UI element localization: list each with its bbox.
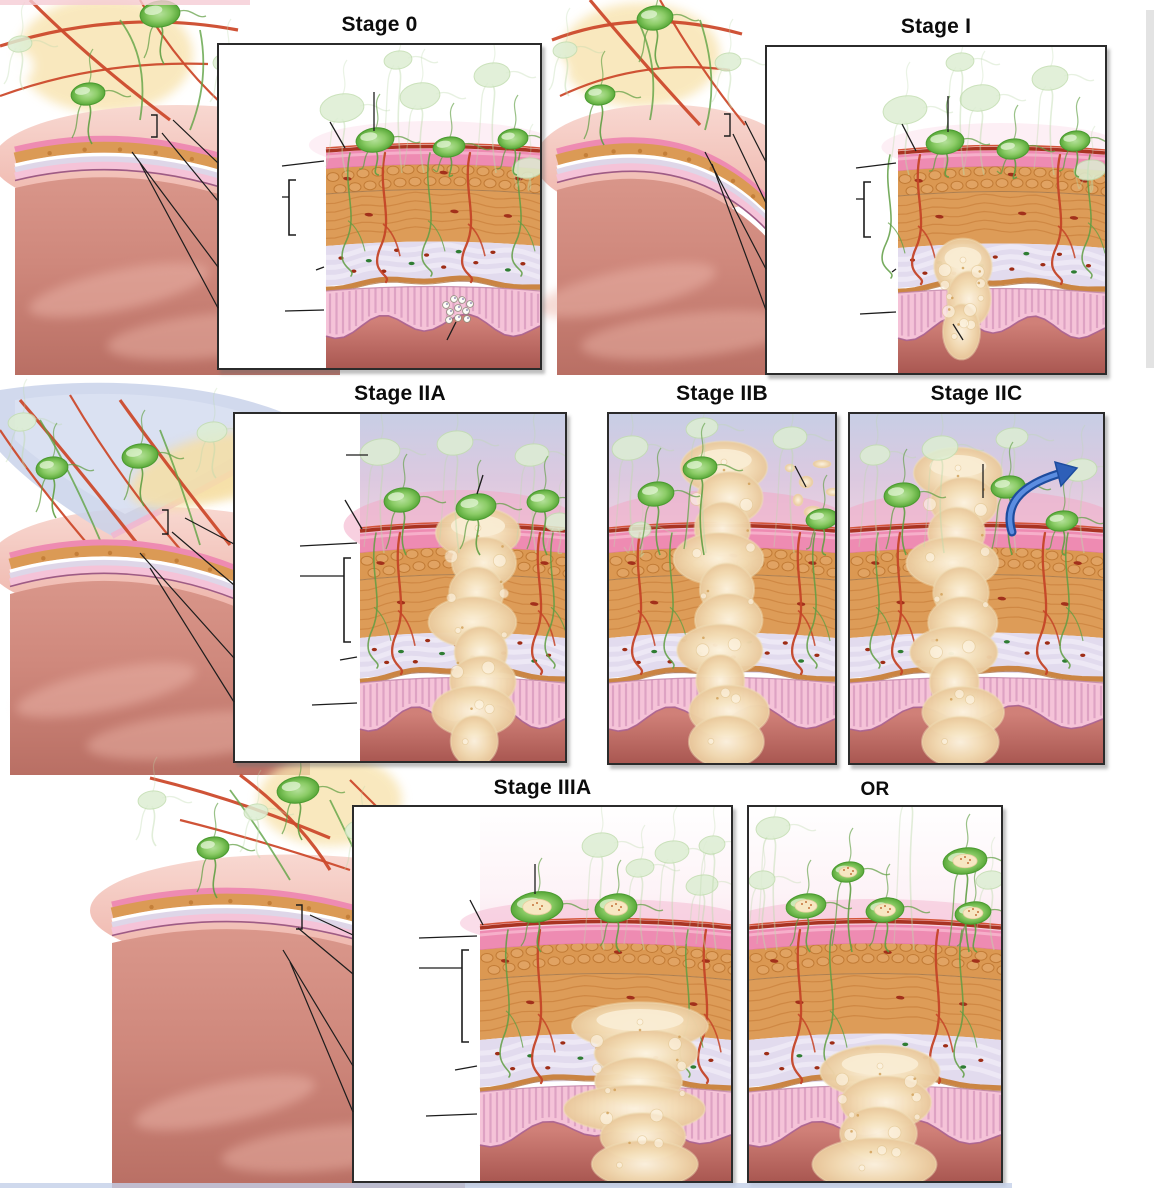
bg-row1-right bbox=[535, 0, 800, 375]
title-stage-1: Stage I bbox=[900, 15, 972, 38]
illustration-stage-3a-or bbox=[749, 807, 1001, 1181]
title-stage-3a-or: OR bbox=[860, 779, 890, 800]
title-stage-0: Stage 0 bbox=[341, 13, 418, 36]
strip-top_left bbox=[0, 0, 250, 5]
panel-stage-3a bbox=[352, 805, 733, 1183]
illustration-stage-2a bbox=[343, 414, 565, 761]
title-stage-2a: Stage IIA bbox=[354, 382, 446, 405]
illustration-stage-1 bbox=[881, 47, 1105, 373]
title-stage-2c: Stage IIC bbox=[930, 382, 1023, 405]
panel-stage-2b bbox=[607, 412, 837, 765]
panel-stage-2c bbox=[848, 412, 1105, 765]
panel-stage-0 bbox=[217, 43, 542, 370]
illustration-stage-2c bbox=[850, 414, 1103, 763]
strip-right bbox=[1146, 10, 1154, 368]
panel-stage-3a-or bbox=[747, 805, 1003, 1183]
illustration-stage-3a bbox=[459, 807, 731, 1181]
illustration-stage-2b bbox=[609, 414, 835, 763]
illustration-stage-0 bbox=[308, 45, 540, 368]
title-stage-3a: Stage IIIA bbox=[493, 776, 592, 799]
panel-stage-2a bbox=[233, 412, 567, 763]
panel-stage-1 bbox=[765, 45, 1107, 375]
strip-bottom bbox=[0, 1183, 1012, 1188]
title-stage-2b: Stage IIB bbox=[676, 382, 768, 405]
